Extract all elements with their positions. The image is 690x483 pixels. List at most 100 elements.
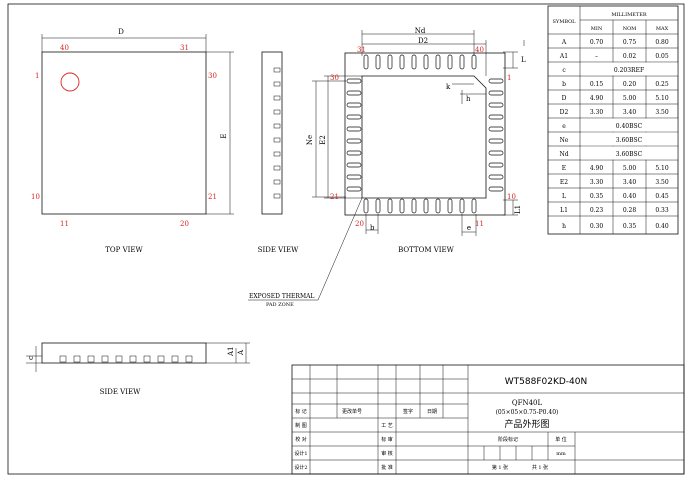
dim-h-label: h (466, 95, 471, 103)
svg-text:0.45: 0.45 (655, 193, 669, 200)
bottom-pin-40: 40 (475, 46, 484, 54)
table-row: Nd 3.60BSC (548, 146, 678, 161)
svg-text:0.40: 0.40 (623, 193, 637, 200)
exposed-thermal-pad (361, 75, 487, 199)
side-view-body (261, 51, 283, 215)
dim-L1-label: L1 (514, 205, 522, 214)
dim-A1-label: A1 (227, 346, 235, 357)
svg-text:5.10: 5.10 (655, 95, 669, 102)
bottom-pin-1: 1 (507, 74, 511, 82)
tb-review: 审 核 (381, 450, 393, 457)
table-row: h 0.30 0.35 0.40 (562, 223, 669, 230)
side-view-horizontal-body (41, 342, 207, 364)
svg-text:D: D (562, 95, 567, 102)
side-view-horizontal: c A1 A SIDE VIEW (26, 342, 250, 396)
svg-text:0.80: 0.80 (655, 39, 669, 46)
bottom-pin-30: 30 (330, 74, 339, 82)
bottom-pin-10: 10 (507, 193, 516, 201)
dim-E2-label: E2 (319, 135, 327, 145)
tb-stage-mark: 阶段标记 (498, 436, 518, 443)
tb-drawn: 制 图 (295, 422, 307, 429)
table-row: c 0.203REF (548, 62, 678, 77)
dim-D2-label: D2 (418, 37, 428, 45)
table-row: L 0.35 0.40 0.45 (548, 193, 678, 203)
title-block: 标 记 更改单号 签字 日期 制 图 工 艺 校 对 标 审 设计1 审 核 设… (291, 364, 685, 475)
table-row: A1 – 0.02 0.05 (548, 53, 678, 63)
exposed-thermal-label: EXPOSED THERMAL (249, 293, 314, 300)
top-pin-10: 10 (31, 193, 40, 201)
svg-text:A: A (561, 39, 567, 46)
tb-part-number: WT588F02KD-40N (505, 377, 587, 387)
svg-text:Nd: Nd (559, 151, 568, 158)
svg-text:5.10: 5.10 (655, 165, 669, 172)
dim-A-label: A (237, 349, 245, 356)
svg-text:0.30: 0.30 (590, 223, 604, 230)
top-pin-1: 1 (35, 72, 39, 80)
table-row: E 4.90 5.00 5.10 (548, 165, 678, 175)
side-view-pads (273, 67, 281, 199)
pin1-marker (60, 72, 80, 92)
bottom-pin-31: 31 (357, 46, 366, 54)
svg-text:5.00: 5.00 (623, 95, 637, 102)
svg-text:D2: D2 (560, 109, 569, 116)
dim-b-label: b (370, 224, 375, 232)
svg-text:0.23: 0.23 (590, 207, 604, 214)
tb-check: 校 对 (295, 436, 307, 443)
dim-k-label: k (446, 83, 451, 91)
top-view-body (41, 51, 207, 215)
side-view-horizontal-title: SIDE VIEW (100, 388, 141, 396)
svg-text:0.33: 0.33 (655, 207, 669, 214)
svg-text:b: b (562, 81, 566, 88)
top-pin-11: 11 (60, 220, 69, 228)
svg-text:0.70: 0.70 (590, 39, 604, 46)
table-row: D2 3.30 3.40 3.50 (548, 109, 678, 119)
svg-text:0.25: 0.25 (655, 81, 669, 88)
table-row: L1 0.23 0.28 0.33 (548, 207, 678, 217)
svg-text:c: c (562, 67, 566, 74)
svg-text:3.60BSC: 3.60BSC (616, 137, 643, 144)
symbol-header: SYMBOL (552, 19, 576, 25)
svg-text:0.40BSC: 0.40BSC (616, 123, 643, 130)
table-row: Ne 3.60BSC (548, 132, 678, 147)
svg-text:Ne: Ne (560, 137, 569, 144)
bottom-view-title: BOTTOM VIEW (398, 246, 455, 254)
svg-text:h: h (562, 223, 566, 230)
tb-package: QFN40L (512, 399, 543, 407)
pad-zone-label: PAD ZONE (266, 302, 294, 308)
tb-mark: 标 记 (295, 408, 307, 415)
bottom-view: Nd D2 Ne E2 L L1 k h b e (306, 27, 526, 254)
svg-text:A1: A1 (559, 53, 568, 60)
top-view-title: TOP VIEW (105, 246, 143, 254)
dim-D-label: D (118, 28, 124, 36)
tb-design1: 设计1 (294, 450, 307, 457)
tb-design2: 设计2 (294, 464, 307, 471)
tb-process: 工 艺 (381, 423, 393, 429)
tb-drawing-title: 产品外形图 (504, 418, 549, 430)
svg-text:0.02: 0.02 (623, 53, 637, 60)
tb-unit: 单 位 (555, 436, 567, 443)
dim-e-label: e (467, 224, 471, 232)
svg-text:3.30: 3.30 (590, 109, 604, 116)
svg-text:3.40: 3.40 (623, 179, 637, 186)
side-view-horizontal-pads (59, 355, 193, 363)
nom-header: NOM (623, 26, 637, 32)
svg-text:0.75: 0.75 (623, 39, 637, 46)
top-pin-20: 20 (180, 220, 189, 228)
dim-Nd-label: Nd (415, 27, 426, 35)
svg-text:5.00: 5.00 (623, 165, 637, 172)
bottom-view-body (344, 52, 506, 216)
tb-approve: 批 准 (381, 464, 393, 471)
svg-text:e: e (562, 123, 566, 130)
top-pin-30: 30 (208, 72, 217, 80)
dim-E-label: E (220, 133, 228, 138)
thermal-pad-callout: EXPOSED THERMAL PAD ZONE (248, 197, 363, 308)
tb-date: 日期 (427, 409, 437, 415)
svg-text:0.15: 0.15 (590, 81, 604, 88)
top-view: D E 40 31 1 30 10 21 11 20 TOP VIEW (31, 28, 234, 254)
max-header: MAX (656, 26, 669, 32)
table-row: D 4.90 5.00 5.10 (548, 95, 678, 105)
bottom-pin-20: 20 (355, 220, 364, 228)
svg-text:0.203REF: 0.203REF (614, 67, 644, 74)
tb-package-dims: (05×05×0.75-P0.40) (496, 409, 559, 416)
